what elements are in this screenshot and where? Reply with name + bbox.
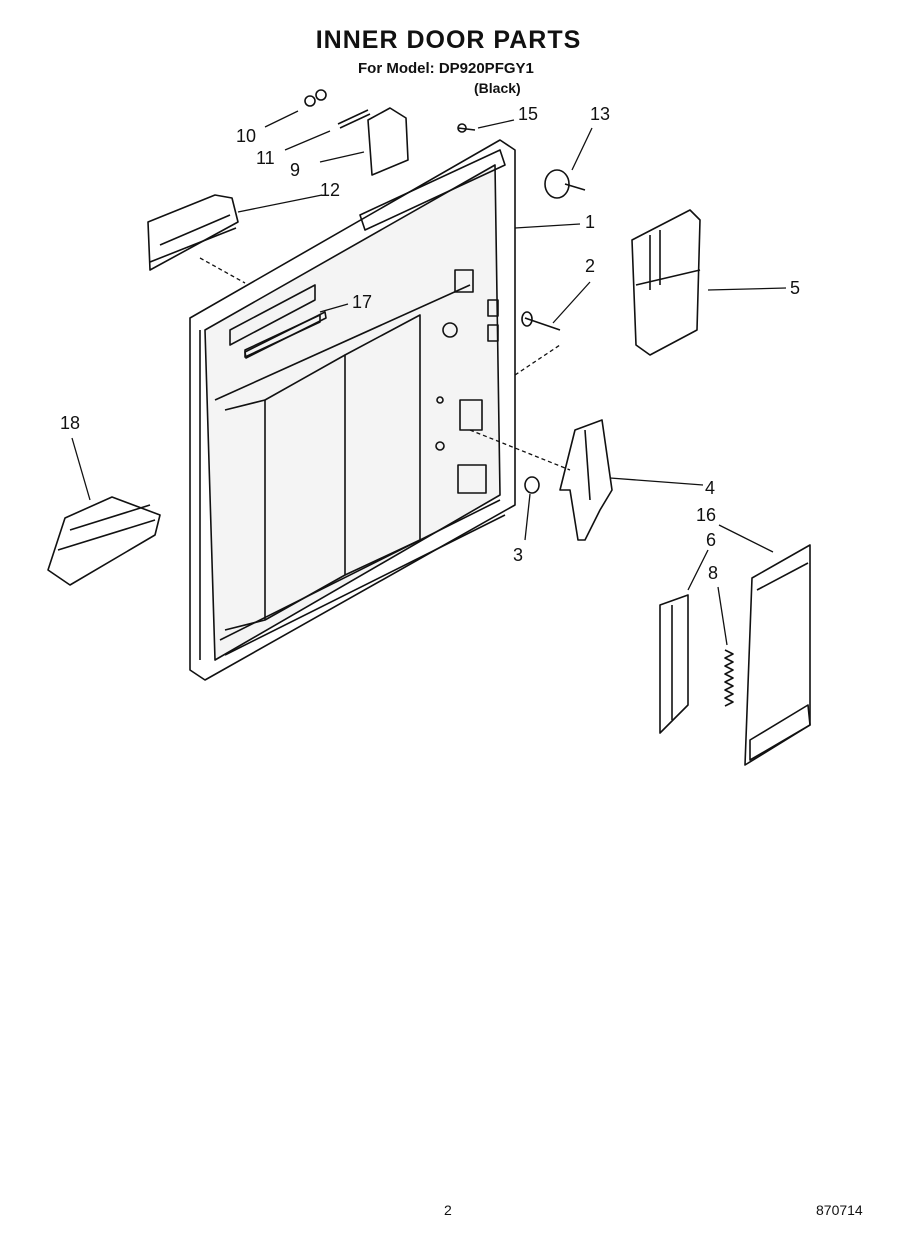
part-16-plate (744, 544, 811, 766)
diagram-title: INNER DOOR PARTS (315, 26, 582, 54)
part-3-bumper (524, 476, 540, 494)
callout-8: 8 (708, 563, 719, 583)
part-12-handle (147, 194, 239, 271)
model-line: For Model: DP920PFGY1 (358, 60, 534, 77)
callout-2: 2 (585, 256, 596, 276)
callout-4: 4 (705, 478, 716, 498)
part-2-pin (521, 311, 561, 331)
callout-1: 1 (585, 212, 596, 232)
callout-6: 6 (706, 530, 717, 550)
part-8-spring (724, 649, 734, 707)
part-6-slide (659, 594, 689, 734)
part-13-knob (544, 169, 586, 199)
callout-3: 3 (513, 545, 524, 565)
page-number: 2 (444, 1202, 452, 1218)
callout-12: 12 (320, 180, 341, 200)
callout-9: 9 (290, 160, 301, 180)
document-code: 870714 (816, 1202, 863, 1218)
part-5-housing (631, 209, 701, 356)
part-18-handle (47, 496, 161, 586)
callout-13: 13 (590, 104, 611, 124)
callout-10: 10 (236, 126, 257, 146)
callout-5: 5 (790, 278, 801, 298)
inner-door-panel (189, 139, 516, 681)
part-10-screw (304, 89, 327, 107)
callout-15: 15 (518, 104, 539, 124)
callout-17: 17 (352, 292, 373, 312)
part-9-cover (367, 107, 409, 176)
callout-18: 18 (60, 413, 81, 433)
part-15-screw (457, 123, 476, 133)
part-17-strip (244, 311, 327, 359)
variant-label: (Black) (474, 80, 521, 96)
part-4-latch (559, 419, 613, 541)
callout-11: 11 (256, 148, 275, 168)
callout-16: 16 (696, 505, 717, 525)
